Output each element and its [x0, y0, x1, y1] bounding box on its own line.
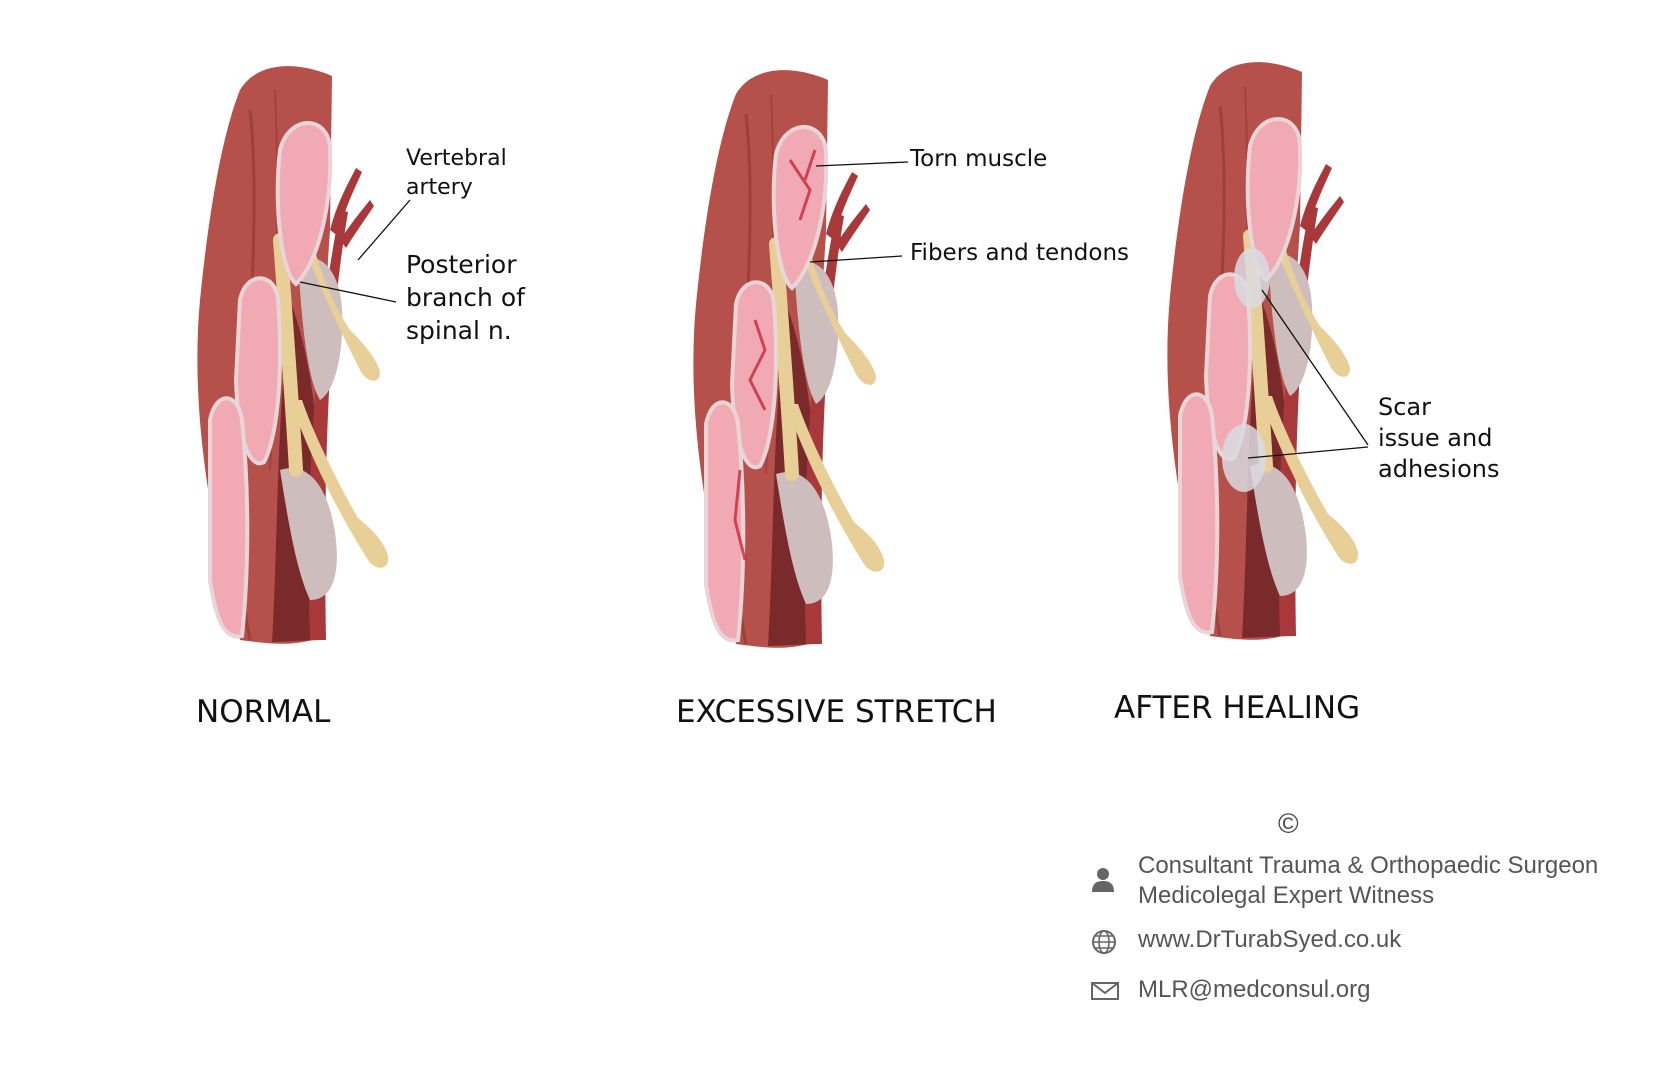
- torn-streaks: [733, 149, 817, 561]
- vertebral-artery-line1: Vertebral: [406, 146, 507, 171]
- leader-lines: [299, 161, 1369, 459]
- scar-line3: adhesions: [1378, 455, 1500, 483]
- role-line1: Consultant Trauma & Orthopaedic Surgeon: [1138, 852, 1599, 879]
- normal-anatomy: [197, 66, 388, 644]
- website-text: www.DrTurabSyed.co.uk: [1138, 926, 1402, 953]
- email-text: MLR@medconsul.org: [1138, 976, 1371, 1003]
- posterior-branch-line1: Posterior: [406, 250, 517, 279]
- fibers-tendons-label: Fibers and tendons: [910, 240, 1130, 266]
- title-after-healing: AFTER HEALING: [1114, 690, 1361, 726]
- torn-muscle-label: Torn muscle: [910, 146, 1048, 172]
- vertebral-artery-label: Vertebral artery: [406, 144, 507, 202]
- globe-icon: [1092, 930, 1116, 954]
- title-excessive-stretch: EXCESSIVE STRETCH: [676, 694, 997, 730]
- vertebral-artery-line2: artery: [406, 175, 473, 200]
- stretch-anatomy: [693, 70, 884, 648]
- posterior-branch-label: Posterior branch of spinal n.: [406, 248, 525, 347]
- person-icon: [1092, 868, 1114, 892]
- scar-line2: issue and: [1378, 424, 1493, 452]
- mail-icon: [1091, 982, 1119, 1000]
- healing-anatomy: [1167, 62, 1358, 640]
- scar-tissue: [1222, 248, 1270, 492]
- scar-label: Scar issue and adhesions: [1378, 392, 1500, 485]
- role-line2: Medicolegal Expert Witness: [1138, 882, 1435, 909]
- posterior-branch-line3: spinal n.: [406, 316, 512, 345]
- copyright-symbol: ©: [1278, 808, 1299, 839]
- posterior-branch-line2: branch of: [406, 283, 525, 312]
- title-normal: NORMAL: [196, 694, 331, 730]
- scar-line1: Scar: [1378, 393, 1432, 421]
